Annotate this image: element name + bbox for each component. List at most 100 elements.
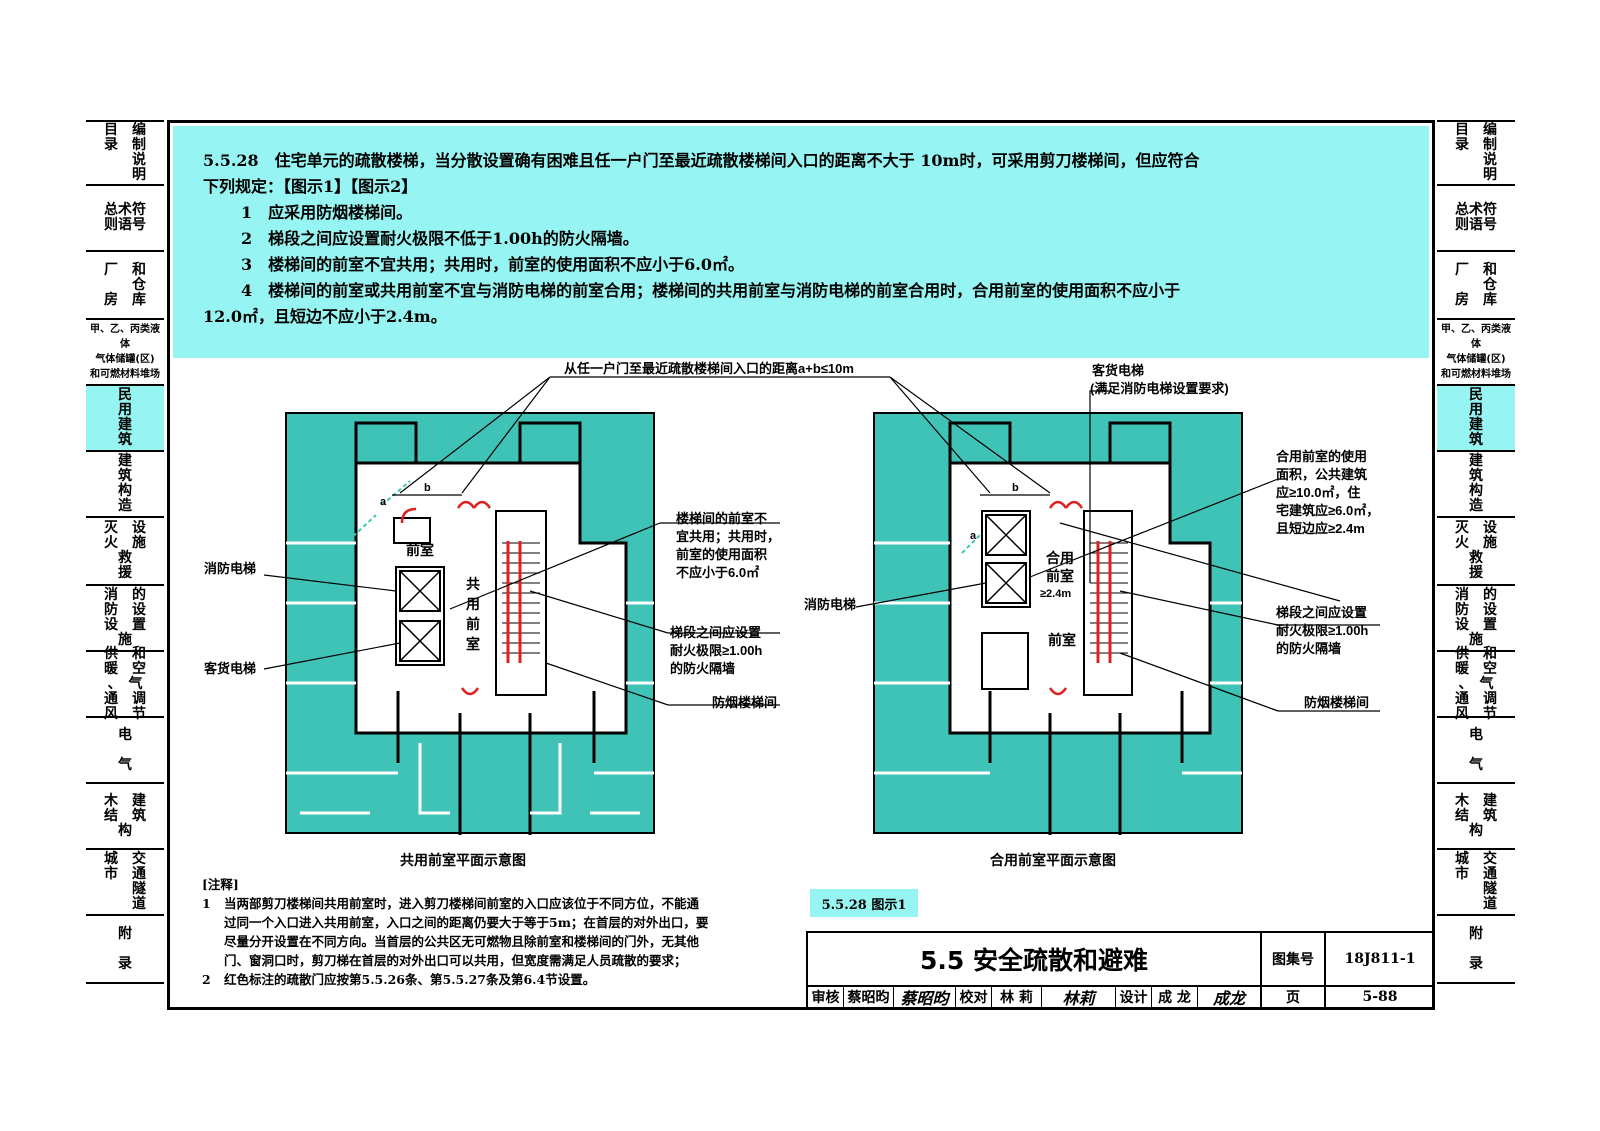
- note-line: 过同一个入口进入共用前室，入口之间的距离仍要大于等于5m；在首层的对外出口，要: [224, 915, 709, 930]
- note-number: 2: [202, 972, 211, 987]
- wall-note-left-3: 的防火隔墙: [670, 661, 735, 676]
- shared-anteroom-label-2: 用: [466, 596, 480, 612]
- side-tab[interactable]: 厂 和 仓 房 库: [1437, 252, 1515, 320]
- wall-note-right-3: 的防火隔墙: [1276, 641, 1341, 656]
- dim-b-right: b: [1012, 482, 1019, 494]
- check-label: 校对: [956, 985, 992, 1009]
- combined-anteroom-label-2: 前室: [1046, 568, 1074, 584]
- wall-note-right-2: 耐火极限≥1.00h: [1276, 623, 1368, 638]
- floor-plan-diagrams: a b 前室 共 用 前 室 共用前室平面示意图: [204, 361, 1380, 868]
- side-tab[interactable]: 附 录: [1437, 916, 1515, 984]
- side-tab[interactable]: 灭 设 火 施 救 援: [1437, 518, 1515, 586]
- clause-item-4: 4 楼梯间的前室或共用前室不宜与消防电梯的前室合用；楼梯间的共用前室与消防电梯的…: [241, 281, 1181, 300]
- side-tab[interactable]: 消 的 防 设 设 置 施: [1437, 586, 1515, 652]
- side-tab[interactable]: 总术符 则语号: [86, 186, 164, 252]
- drawing-frame: 5.5.28 住宅单元的疏散楼梯，当分散设置确有困难且任一户门至最近疏散楼梯间入…: [167, 120, 1435, 1010]
- side-tab[interactable]: 厂 和 仓 房 库: [86, 252, 164, 320]
- clause-item-4-cont: 12.0㎡，且短边不应小于2.4m。: [203, 307, 447, 326]
- shared-anteroom-plan: a b 前室 共 用 前 室 共用前室平面示意图: [263, 412, 780, 868]
- note-line: 当两部剪刀楼梯间共用前室时，进入剪刀楼梯间前室的入口应该位于不同方位，不能通: [224, 896, 700, 911]
- fire-elevator-left: 消防电梯: [204, 561, 256, 576]
- side-tab[interactable]: 消 的 防 设 设 置 施: [86, 586, 164, 652]
- smoke-stair-right: 防烟楼梯间: [1304, 695, 1369, 710]
- notes-heading: [注释]: [202, 877, 239, 892]
- title-block-title: 5.5 安全疏散和避难: [808, 933, 1262, 985]
- left-note-3: 前室的使用面积: [676, 547, 767, 562]
- clause-item-1: 1 应采用防烟楼梯间。: [241, 203, 413, 222]
- shared-anteroom-label-3: 前: [466, 616, 480, 632]
- wall-note-right-1: 梯段之间应设置: [1276, 605, 1367, 620]
- note-number: 1: [202, 896, 211, 911]
- side-tab[interactable]: 电 气: [86, 718, 164, 784]
- side-tab[interactable]: 木 建 结 筑 构: [86, 784, 164, 850]
- review-label: 审核: [808, 985, 844, 1009]
- side-tab[interactable]: 民 用 建 筑: [86, 386, 164, 452]
- clause-line-2: 下列规定：【图示1】【图示2】: [203, 177, 418, 196]
- side-tab[interactable]: 附 录: [86, 916, 164, 984]
- side-tab[interactable]: 目 编 录 制 说 明: [1437, 120, 1515, 186]
- combined-note-2: 面积，公共建筑: [1276, 467, 1367, 482]
- shared-anteroom-label-4: 室: [466, 636, 480, 652]
- clause-item-2: 2 梯段之间应设置耐火极限不低于1.00h的防火隔墙。: [241, 229, 639, 248]
- dim-24: ≥2.4m: [1040, 588, 1071, 600]
- side-tab[interactable]: 民 用 建 筑: [1437, 386, 1515, 452]
- side-tab[interactable]: 总术符 则语号: [1437, 186, 1515, 252]
- left-note-2: 宜共用；共用时，: [676, 529, 780, 545]
- check-signature: 林莉: [1042, 985, 1116, 1009]
- side-tab[interactable]: 甲、乙、丙类液体 气体储罐(区) 和可燃材料堆场: [1437, 320, 1515, 386]
- clause-item-3: 3 楼梯间的前室不宜共用；共用时，前室的使用面积不应小于6.0㎡。: [241, 255, 744, 274]
- guest-elevator-right-label: 客货电梯: [1092, 363, 1144, 378]
- note-line: 红色标注的疏散门应按第5.5.26条、第5.5.27条及第6.4节设置。: [224, 972, 596, 987]
- combined-note-5: 且短边应≥2.4m: [1276, 521, 1365, 536]
- atlas-label: 图集号: [1262, 933, 1326, 985]
- title-block: 5.5 安全疏散和避难 图集号 18J811-1 审核 蔡昭昀 蔡昭昀 校对 林…: [806, 931, 1434, 1009]
- dim-a-left: a: [380, 496, 387, 508]
- check-name: 林 莉: [992, 985, 1042, 1009]
- side-tab[interactable]: 城 交 市 通 隧 道: [1437, 850, 1515, 916]
- combined-note-1: 合用前室的使用: [1276, 449, 1367, 464]
- clause-header: 5.5.28 住宅单元的疏散楼梯，当分散设置确有困难且任一户门至最近疏散楼梯间入…: [173, 126, 1429, 358]
- clause-line-1: 5.5.28 住宅单元的疏散楼梯，当分散设置确有困难且任一户门至最近疏散楼梯间入…: [203, 151, 1200, 170]
- wall-note-left-2: 耐火极限≥1.00h: [670, 643, 762, 658]
- note-line: 尽量分开设置在不同方向。当首层的公共区无可燃物且除前室和楼梯间的门外，无其他: [224, 934, 700, 949]
- side-tab[interactable]: 城 交 市 通 隧 道: [86, 850, 164, 916]
- side-tab[interactable]: 建 筑 构 造: [86, 452, 164, 518]
- note-line: 门、窗洞口时，剪刀梯在首层的对外出口可以共用，但宽度需满足人员疏散的要求；: [224, 953, 687, 968]
- review-signature: 蔡昭昀: [894, 985, 956, 1009]
- notes: [注释] 1 当两部剪刀楼梯间共用前室时，进入剪刀楼梯间前室的入口应该位于不同方…: [202, 875, 772, 989]
- note-item: 1 当两部剪刀楼梯间共用前室时，进入剪刀楼梯间前室的入口应该位于不同方位，不能通…: [202, 894, 772, 970]
- dim-b-left: b: [424, 482, 431, 494]
- guest-elevator-left: 客货电梯: [204, 661, 256, 676]
- anteroom-label-left: 前室: [406, 542, 434, 558]
- note-item: 2 红色标注的疏散门应按第5.5.26条、第5.5.27条及第6.4节设置。: [202, 970, 772, 989]
- guest-elevator-right-sub: (满足消防电梯设置要求): [1090, 381, 1229, 396]
- design-signature: 成龙: [1198, 985, 1262, 1009]
- caption-right: 合用前室平面示意图: [990, 852, 1116, 868]
- dim-a-right: a: [970, 530, 977, 542]
- combined-anteroom-label-1: 合用: [1046, 550, 1074, 566]
- figure-tag: 5.5.28 图示1: [810, 889, 918, 917]
- shared-anteroom-label-1: 共: [466, 576, 480, 592]
- atlas-number: 18J811-1: [1344, 951, 1416, 967]
- left-note-1: 楼梯间的前室不: [676, 511, 767, 526]
- left-note-4: 不应小于6.0㎡: [676, 565, 759, 580]
- side-tab[interactable]: 灭 设 火 施 救 援: [86, 518, 164, 586]
- side-tab[interactable]: 目 编 录 制 说 明: [86, 120, 164, 186]
- side-tab[interactable]: 电 气: [1437, 718, 1515, 784]
- side-tab[interactable]: 供 和 暖 空 、 气 通 调 风 节: [1437, 646, 1515, 721]
- combined-anteroom-plan: a b 合用 前室 ≥2.4m 前室 合用前室平面示意图: [855, 390, 1380, 868]
- review-name: 蔡昭昀: [844, 985, 894, 1009]
- side-tab[interactable]: 建 筑 构 造: [1437, 452, 1515, 518]
- design-label: 设计: [1116, 985, 1152, 1009]
- design-name: 成 龙: [1152, 985, 1198, 1009]
- combined-note-4: 宅建筑应≥6.0㎡，: [1276, 503, 1379, 518]
- wall-note-left-1: 梯段之间应设置: [670, 625, 761, 640]
- fire-elevator-right: 消防电梯: [804, 597, 856, 612]
- page-label: 页: [1262, 985, 1326, 1009]
- side-tab[interactable]: 甲、乙、丙类液体 气体储罐(区) 和可燃材料堆场: [86, 320, 164, 386]
- anteroom-label-right: 前室: [1048, 632, 1076, 648]
- side-tab[interactable]: 供 和 暖 空 、 气 通 调 风 节: [86, 646, 164, 721]
- caption-left: 共用前室平面示意图: [400, 852, 526, 868]
- page-number: 5-88: [1362, 989, 1398, 1005]
- side-tab[interactable]: 木 建 结 筑 构: [1437, 784, 1515, 850]
